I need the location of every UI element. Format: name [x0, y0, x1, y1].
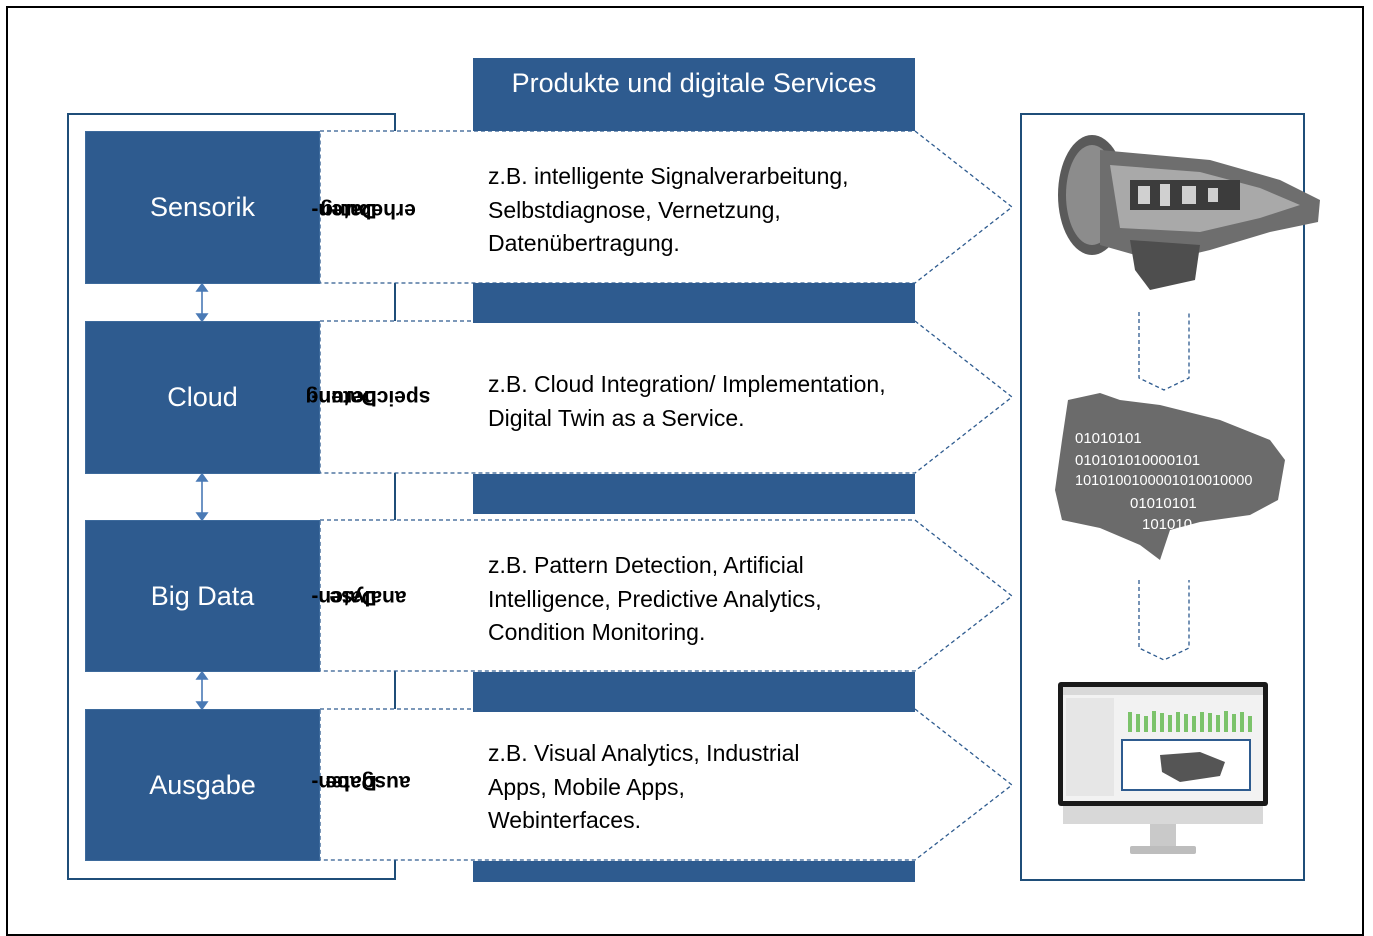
- band-separator-1: [473, 283, 915, 323]
- layer-name: Big Data: [150, 580, 255, 611]
- band-separator-3: [473, 672, 915, 712]
- layer-block-sensorik: Sensorik: [85, 131, 320, 284]
- transmission-image: [1058, 135, 1320, 290]
- left-panel: [67, 113, 396, 880]
- down-arrow-1: [1138, 312, 1190, 391]
- monitor-dashboard-image: [1058, 682, 1268, 854]
- layer-name: Ausgabe: [149, 769, 256, 800]
- down-arrow-2: [1138, 580, 1190, 661]
- digital-twin-bits: 01010101 010101010000101 101010010000101…: [1075, 430, 1253, 533]
- description-cloud: z.B. Cloud Integration/ Implementation, …: [488, 371, 886, 431]
- header-title: Produkte und digitale Services: [473, 58, 915, 131]
- layer-name: Sensorik: [149, 192, 256, 222]
- description-big-data: z.B. Pattern Detection, Artificial Intel…: [488, 552, 822, 645]
- layer-block-ausgabe: Ausgabe: [85, 709, 320, 861]
- layer-block-big-data: Big Data: [85, 520, 320, 672]
- arrow-band-4: [319, 708, 1014, 861]
- header-title-text: Produkte und digitale Services: [511, 68, 877, 98]
- digital-twin-image: [1055, 393, 1285, 560]
- arrow-band-3: [319, 519, 1014, 672]
- band-separator-2: [473, 474, 915, 514]
- layer-name: Cloud: [167, 382, 238, 412]
- arrow-band-2: [319, 320, 1014, 474]
- band-separator-4: [473, 861, 915, 882]
- right-panel: [1020, 113, 1305, 881]
- layer-block-cloud: Cloud: [85, 321, 320, 474]
- description-ausgabe: z.B. Visual Analytics, Industrial Apps, …: [488, 740, 800, 833]
- arrow-band-1: [319, 130, 1014, 284]
- description-sensorik: z.B. intelligente Signalverarbeitung, Se…: [488, 163, 849, 256]
